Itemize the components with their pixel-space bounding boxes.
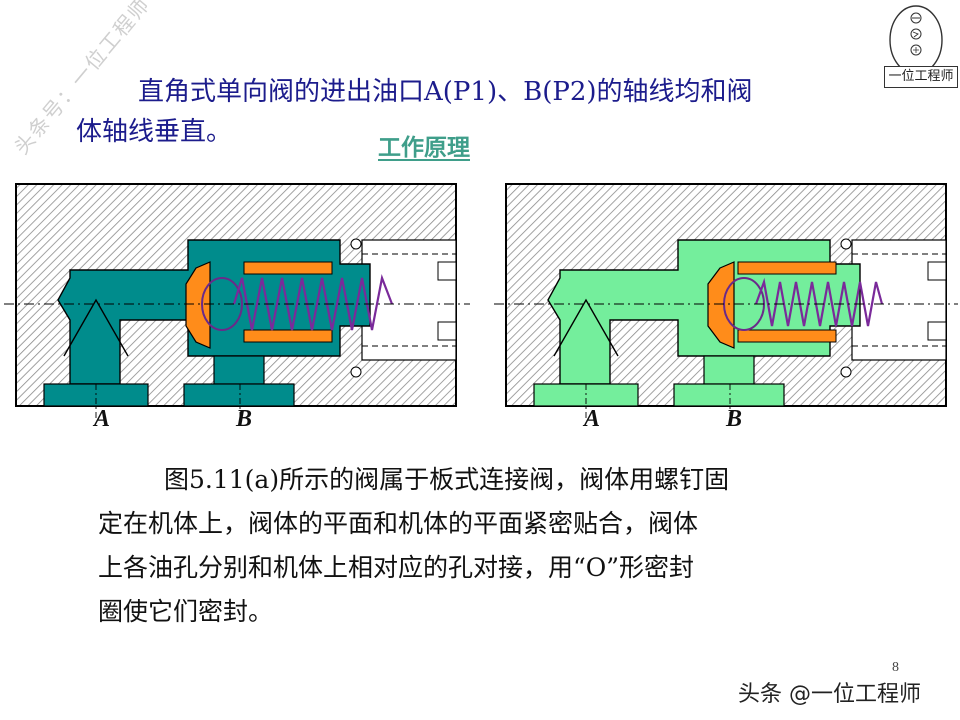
footer-watermark: 头条 @一位工程师 (738, 682, 921, 707)
body-line-1: 图5.11(a)所示的阀属于板式连接阀，阀体用螺钉固 (164, 465, 730, 494)
check-valve-diagram (4, 183, 958, 420)
port-B-stem-left (213, 355, 265, 385)
intro-line-2: 体轴线垂直。 (76, 117, 233, 147)
intro-paragraph: 直角式单向阀的进出油口A(P1)、B(P2)的轴线均和阀 体轴线垂直。 (76, 72, 896, 152)
intro-line-1: 直角式单向阀的进出油口A(P1)、B(P2)的轴线均和阀 (138, 77, 753, 107)
section-title: 工作原理 (378, 135, 470, 161)
end-cap-right (840, 238, 947, 378)
body-paragraph: 图5.11(a)所示的阀属于板式连接阀，阀体用螺钉固 定在机体上，阀体的平面和机… (98, 458, 898, 634)
poppet-guide-bot-left (243, 329, 333, 343)
label-A-left: A (94, 406, 111, 432)
poppet-left (185, 261, 211, 349)
port-B-base-left (183, 383, 295, 407)
poppet-guide-top-right (737, 261, 837, 275)
spring-left (232, 274, 394, 331)
poppet-guide-bot-right (737, 329, 837, 343)
valve-left (4, 183, 470, 420)
poppet-right (707, 261, 735, 349)
valve-right (494, 183, 958, 420)
page-number: 8 (892, 660, 899, 675)
body-line-3: 上各油孔分别和机体上相对应的孔对接，用“O”形密封 (98, 553, 695, 582)
port-B-base-right (673, 383, 785, 407)
logo-icon (889, 5, 943, 75)
poppet-guide-top-left (243, 261, 333, 275)
spring-right (754, 277, 884, 327)
label-A-right: A (584, 406, 601, 432)
label-B-left: B (236, 406, 253, 432)
label-B-right: B (726, 406, 743, 432)
body-line-4: 圈使它们密封。 (98, 597, 274, 626)
ball-left (201, 277, 243, 331)
logo-caption: 一位工程师 (884, 66, 958, 88)
port-B-stem-right (703, 355, 755, 385)
body-line-2: 定在机体上，阀体的平面和机体的平面紧密贴合，阀体 (98, 509, 699, 538)
